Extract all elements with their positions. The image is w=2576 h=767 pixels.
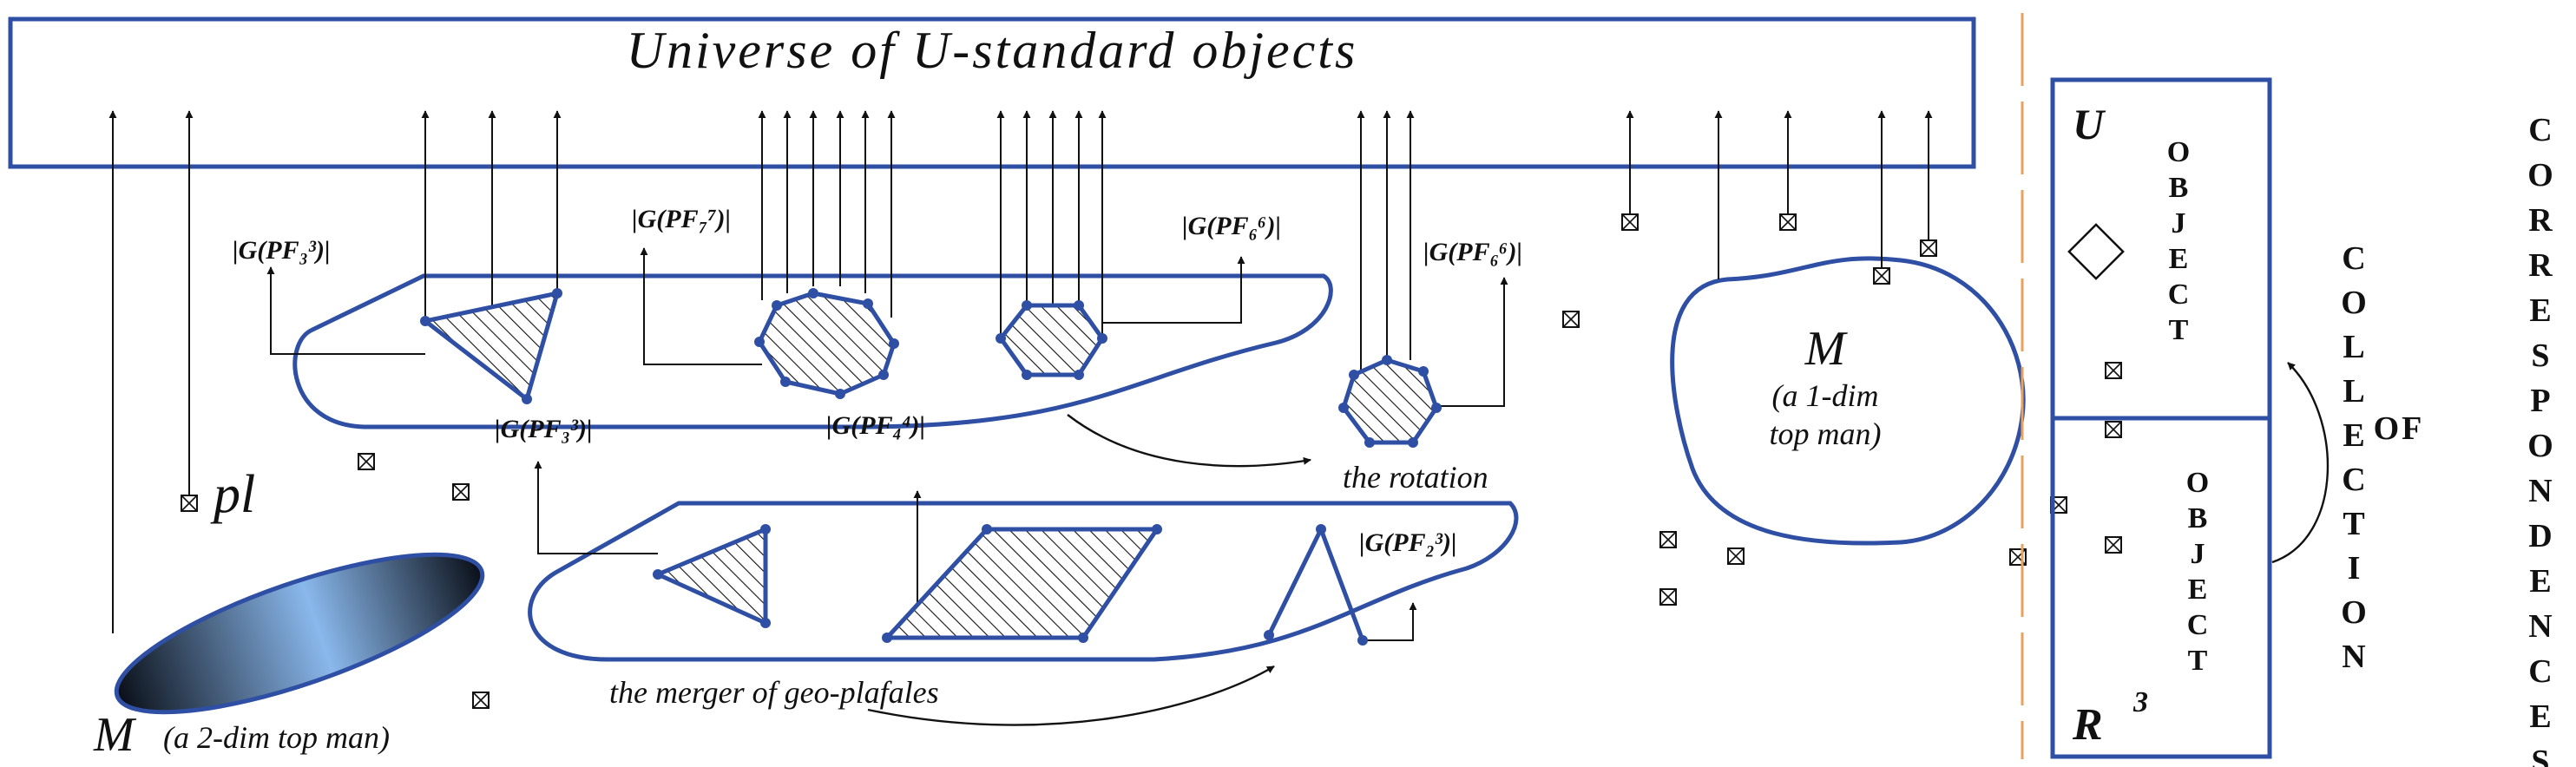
legend-r-exponent: 3	[2132, 686, 2148, 718]
legend-u-symbol: U	[2073, 100, 2106, 148]
correspondences-letter: R	[2528, 202, 2553, 239]
correspondences-letter: N	[2528, 473, 2552, 509]
correspondences-letter: N	[2528, 608, 2552, 645]
object-top-letter: O	[2167, 136, 2190, 168]
of-text: OF	[2374, 410, 2425, 447]
object-bottom-letter: E	[2188, 574, 2208, 606]
object-top-letter: E	[2169, 243, 2189, 275]
correspondences-letter: P	[2530, 383, 2550, 419]
label-merger: the merger of geo-plafales	[609, 675, 939, 710]
collection-letter: O	[2341, 594, 2367, 631]
object-top-letter: J	[2172, 207, 2186, 239]
correspondences-letter: C	[2528, 112, 2552, 148]
merger-arrow	[867, 665, 1275, 726]
rotation-arrow	[1067, 414, 1311, 468]
object-top-letter: B	[2169, 172, 2189, 204]
crossed-point-markers	[181, 213, 2122, 709]
correspondences-letter: E	[2529, 563, 2551, 600]
lower-region-outline	[528, 501, 1519, 662]
correspondences-letter: D	[2528, 518, 2552, 554]
correspondences-letter: O	[2527, 428, 2553, 464]
two-dim-top-man-ellipse	[114, 552, 485, 715]
parallelogram-pf4	[882, 524, 1162, 643]
object-bottom-letter: B	[2188, 502, 2208, 534]
correspondences-letter: R	[2528, 247, 2553, 284]
one-dim-top-man-blob	[1670, 256, 2026, 546]
collection-letter: N	[2342, 639, 2365, 675]
hexagon-pf6-upper	[996, 300, 1107, 380]
one-dim-m-symbol: M	[1804, 322, 1849, 376]
legend-diamond	[2067, 223, 2125, 280]
label-g-pf3-upper: |G(PF₃³)|	[233, 236, 331, 265]
collection-letter: E	[2343, 417, 2364, 454]
correspondences-letter: S	[2531, 338, 2549, 374]
upper-region-outline	[292, 273, 1333, 429]
correspondences-letter: S	[2531, 744, 2549, 767]
label-rotation: the rotation	[1343, 460, 1488, 495]
hexagon-pf6-rotated	[1338, 355, 1442, 448]
universe-arrows	[108, 110, 1933, 633]
label-g-pf3-middle: |G(PF₃³)|	[495, 415, 593, 443]
label-g-pf4: |G(PF₄⁴)|	[826, 411, 925, 440]
triangle-pf3-lower	[652, 524, 771, 628]
collection-letter: T	[2343, 506, 2364, 542]
one-dim-desc-line1: (a 1-dim	[1772, 378, 1879, 413]
object-bottom-letter: T	[2188, 645, 2208, 677]
two-dim-m-symbol: M	[93, 708, 137, 762]
universe-title: Universe of U-standard objects	[627, 22, 1358, 79]
correspondences-letter: O	[2527, 157, 2553, 193]
collection-letter: L	[2343, 329, 2364, 365]
correspondences-letter: C	[2528, 653, 2552, 690]
correspondences-letter: E	[2529, 698, 2551, 735]
correspondences-letter: E	[2529, 292, 2551, 329]
object-bottom-letter: C	[2187, 609, 2209, 641]
label-g-pf6-upper: |G(PF₆⁶)|	[1182, 212, 1281, 240]
legend-r-symbol: R	[2072, 700, 2103, 750]
collection-letter: I	[2348, 550, 2361, 587]
label-g-pf6-right: |G(PF₆⁶)|	[1423, 238, 1522, 266]
one-dim-desc-line2: top man)	[1770, 416, 1882, 451]
triangle-pf3-upper	[420, 288, 562, 404]
collection-letter: L	[2343, 373, 2364, 410]
heptagon-pf7	[754, 288, 899, 399]
polyline-pf2	[1264, 523, 1368, 646]
object-top-letter: T	[2169, 314, 2189, 346]
two-dim-desc: (a 2-dim top man)	[163, 720, 390, 755]
collection-letter: C	[2342, 240, 2365, 277]
label-g-pf7: |G(PF₇⁷)|	[632, 205, 731, 233]
collection-letter: C	[2342, 462, 2365, 498]
legend-box: U R 3	[2050, 77, 2272, 759]
object-top-letter: C	[2168, 279, 2190, 311]
collection-letter: O	[2341, 285, 2367, 321]
object-bottom-letter: J	[2191, 538, 2205, 570]
universe-box: Universe of U-standard objects	[8, 16, 1976, 169]
label-pl: pl	[210, 465, 255, 524]
object-bottom-letter: O	[2186, 467, 2209, 499]
label-g-pf2: |G(PF₂³)|	[1359, 528, 1457, 557]
correspondence-arrow	[2271, 362, 2330, 564]
